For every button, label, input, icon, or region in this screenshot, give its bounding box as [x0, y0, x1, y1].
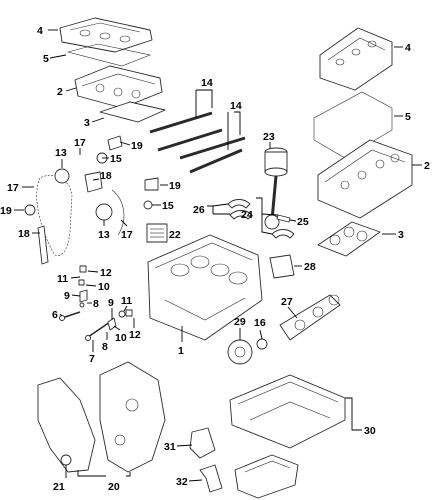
damper-pulley-29 — [227, 339, 253, 365]
callout-20: 20 — [108, 481, 120, 493]
callout-9: 9 — [108, 297, 114, 309]
callout-12: 12 — [100, 267, 112, 279]
bearing-26 — [227, 199, 251, 209]
sprocket-15b — [143, 200, 153, 210]
bearing-24 — [271, 229, 295, 239]
callout-24: 24 — [241, 209, 253, 221]
sprocket-13b — [95, 203, 113, 221]
engine-block — [147, 234, 263, 341]
callout-3: 3 — [84, 117, 90, 129]
callout-5: 5 — [43, 53, 49, 65]
timing-cover — [37, 361, 166, 473]
callout-2: 2 — [57, 86, 63, 98]
callout-22: 22 — [169, 229, 181, 241]
crankshaft — [279, 294, 341, 341]
chain-guide-18a — [84, 171, 103, 193]
callout-17: 17 — [74, 137, 86, 149]
head-gasket-right — [317, 221, 381, 257]
callout-21: 21 — [53, 481, 65, 493]
cylinder-head-left — [74, 65, 163, 109]
head-gasket-left — [99, 101, 166, 123]
callout-13: 13 — [55, 147, 67, 159]
callout-30: 30 — [364, 425, 376, 437]
bolt-25 — [276, 214, 291, 223]
callout-8: 8 — [93, 298, 99, 310]
cylinder-head-right — [317, 139, 413, 219]
idler-19b — [24, 204, 36, 216]
callout-29: 29 — [234, 316, 246, 328]
callout-28: 28 — [304, 261, 316, 273]
valve-train-left — [59, 265, 88, 321]
callout-6: 6 — [52, 309, 58, 321]
oil-pan-lower — [234, 454, 299, 499]
callout-9: 9 — [64, 290, 70, 302]
callout-16: 16 — [254, 317, 266, 329]
oil-pan-upper — [229, 374, 346, 449]
callout-25: 25 — [297, 216, 309, 228]
chain-tensioner-17a — [107, 135, 123, 151]
callout-19: 19 — [131, 140, 143, 152]
valve-train-right — [85, 309, 133, 341]
callout-14: 14 — [201, 77, 213, 89]
camshaft-set — [149, 111, 246, 174]
callout-17: 17 — [7, 182, 19, 194]
callout-10: 10 — [115, 332, 127, 344]
valve-cover-gasket-left — [66, 43, 152, 67]
callout-4: 4 — [37, 25, 43, 37]
callout-5: 5 — [405, 111, 411, 123]
callout-14: 14 — [230, 100, 242, 112]
valve-cover-left — [59, 17, 153, 53]
callout-15: 15 — [110, 153, 122, 165]
callout-11: 11 — [121, 295, 132, 307]
piston-assembly — [264, 147, 288, 230]
valve-cover-gasket-right — [313, 91, 393, 159]
sprocket-16 — [256, 338, 268, 350]
callout-11: 11 — [57, 273, 68, 285]
callout-18: 18 — [18, 228, 30, 240]
callout-7: 7 — [89, 353, 95, 365]
callout-8: 8 — [102, 341, 108, 353]
callout-31: 31 — [164, 441, 176, 453]
callout-1: 1 — [178, 345, 184, 357]
callout-18: 18 — [100, 170, 112, 182]
callout-4: 4 — [405, 42, 411, 54]
callout-3: 3 — [398, 229, 404, 241]
chain-17c — [111, 189, 125, 236]
callout-labels: 4 5 2 3 14 14 17 19 13 15 17 18 19 18 13… — [0, 25, 430, 493]
bearing-26b — [229, 210, 253, 220]
front-seal-21 — [60, 454, 72, 466]
callout-2: 2 — [424, 160, 430, 172]
callout-27: 27 — [281, 296, 293, 308]
sprocket-13a — [54, 168, 70, 184]
seal-28 — [269, 254, 295, 279]
callout-17: 17 — [121, 229, 133, 241]
leader-lines — [14, 29, 422, 482]
callout-19: 19 — [169, 180, 181, 192]
callout-10: 10 — [98, 281, 110, 293]
tensioner-19c — [144, 177, 159, 191]
guide-18b — [37, 225, 49, 265]
callout-13: 13 — [98, 229, 110, 241]
callout-32: 32 — [176, 476, 188, 488]
valve-cover-right — [319, 27, 393, 91]
piston-rings — [146, 223, 168, 243]
callout-26: 26 — [193, 204, 205, 216]
callout-15: 15 — [162, 200, 174, 212]
callout-12: 12 — [129, 329, 141, 341]
strainer-32 — [199, 464, 223, 493]
oil-pump-31 — [189, 427, 216, 459]
callout-23: 23 — [263, 131, 275, 143]
callout-19: 19 — [0, 205, 12, 217]
